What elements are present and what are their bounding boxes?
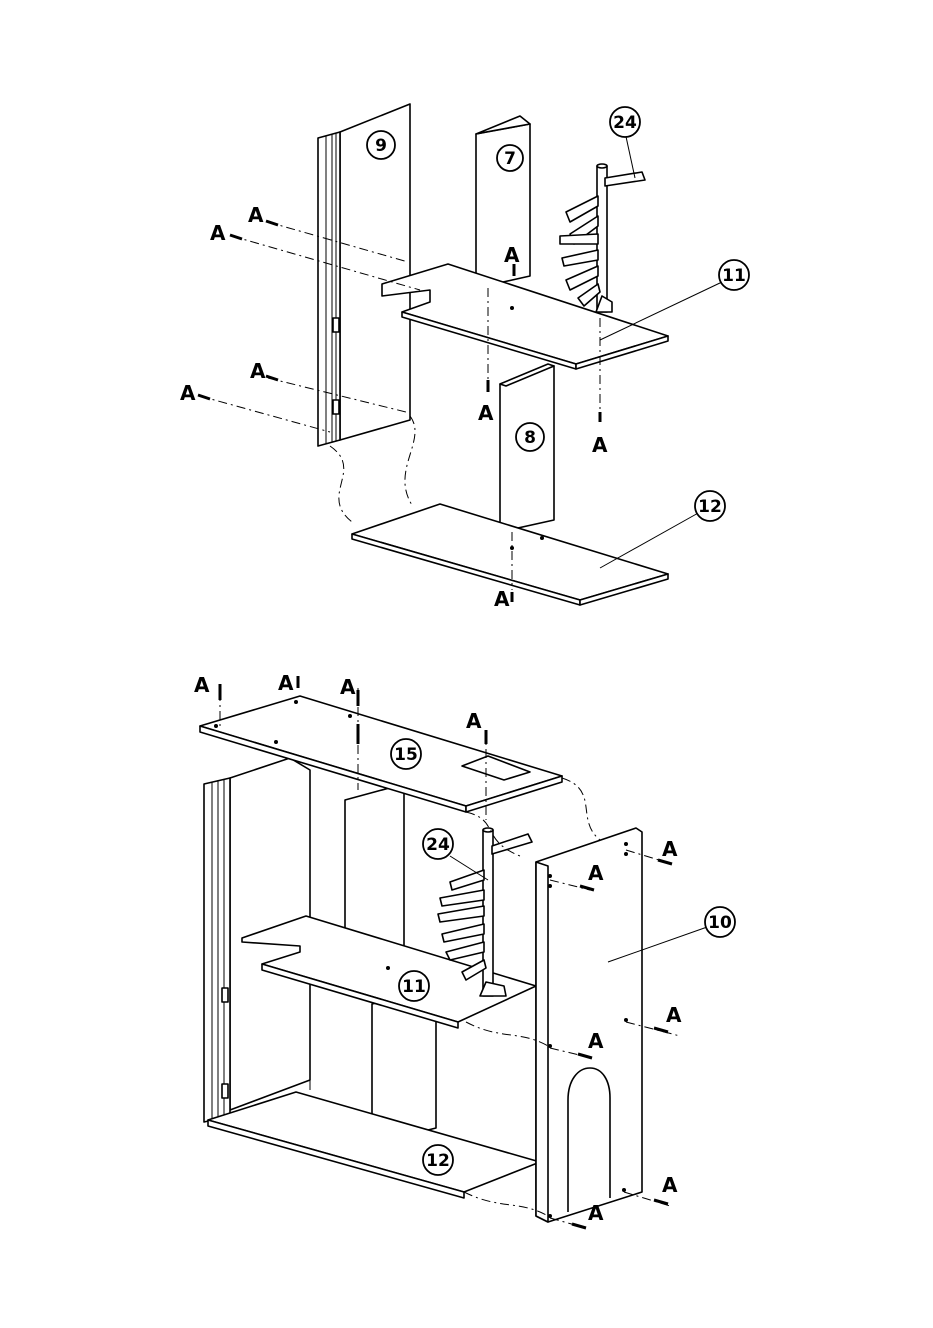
label-a: A <box>666 1003 682 1027</box>
part-number-11: 11 <box>719 260 749 290</box>
label-a: A <box>662 1173 678 1197</box>
part-number-7: 7 <box>497 145 523 171</box>
shelf-11-top <box>382 264 668 369</box>
alignment-path <box>405 416 415 505</box>
part-number-10: 10 <box>705 907 735 937</box>
leader-line <box>600 282 722 340</box>
label-a: A <box>248 203 264 227</box>
staircase-24-top <box>560 164 645 312</box>
part-number-11: 11 <box>399 971 429 1001</box>
label-a: A <box>466 709 482 733</box>
svg-text:15: 15 <box>394 745 418 765</box>
alignment-path <box>562 778 600 840</box>
label-a: A <box>194 673 210 697</box>
screw-axis <box>200 396 330 432</box>
label-a: A <box>588 861 604 885</box>
label-a: A <box>478 401 494 425</box>
label-a: A <box>210 221 226 245</box>
svg-text:12: 12 <box>426 1151 450 1171</box>
label-a: A <box>588 1029 604 1053</box>
arch-opening <box>568 1068 610 1212</box>
part-number-24: 24 <box>423 829 453 859</box>
label-a: A <box>588 1201 604 1225</box>
svg-text:11: 11 <box>402 977 426 997</box>
part-number-8: 8 <box>516 423 544 451</box>
label-a: A <box>504 243 520 267</box>
label-a: A <box>278 671 294 695</box>
step-1 <box>198 104 722 605</box>
svg-text:7: 7 <box>504 149 516 169</box>
svg-text:24: 24 <box>613 113 637 133</box>
part-number-12: 12 <box>423 1145 453 1175</box>
svg-text:8: 8 <box>524 428 536 448</box>
svg-text:11: 11 <box>722 266 746 286</box>
part-number-24: 24 <box>610 107 640 137</box>
leader-line <box>625 132 635 178</box>
part-number-9: 9 <box>367 131 395 159</box>
label-a: A <box>250 359 266 383</box>
step-2 <box>200 676 710 1228</box>
leader-line <box>600 512 700 568</box>
part-number-12: 12 <box>695 491 725 521</box>
label-a: A <box>662 837 678 861</box>
label-a: A <box>180 381 196 405</box>
svg-text:10: 10 <box>708 913 732 933</box>
svg-text:24: 24 <box>426 835 450 855</box>
label-a: A <box>340 675 356 699</box>
part-number-15: 15 <box>391 739 421 769</box>
svg-text:12: 12 <box>698 497 722 517</box>
panel-7 <box>476 116 530 288</box>
label-a: A <box>494 587 510 611</box>
label-a: A <box>592 433 608 457</box>
svg-text:9: 9 <box>375 136 387 156</box>
alignment-path <box>330 446 352 522</box>
panel-9 <box>318 104 410 446</box>
